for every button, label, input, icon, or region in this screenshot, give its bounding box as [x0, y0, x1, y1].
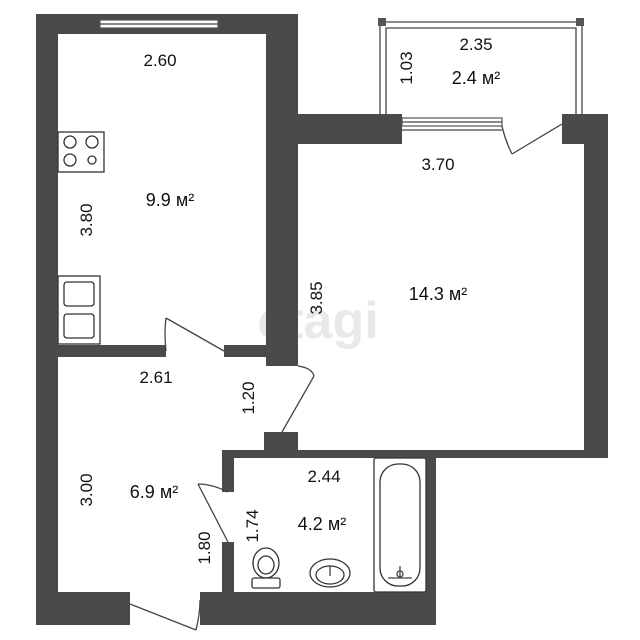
- kitchen-area-label: 9.9 м²: [146, 190, 194, 210]
- bathroom-area-label: 4.2 м²: [298, 514, 346, 534]
- living-area-label: 14.3 м²: [409, 284, 467, 304]
- bathtub: [373, 457, 427, 593]
- kitchen-length-label: 3.80: [77, 203, 96, 236]
- balcony: [378, 18, 584, 155]
- hallway-length-label: 3.00: [77, 473, 96, 506]
- kitchen-door: [165, 317, 225, 352]
- balcony-door: [511, 123, 563, 155]
- wall-kitchen-bottom-right: [224, 345, 298, 357]
- wall-bath-left-upper: [222, 450, 234, 492]
- bathroom-width-label: 2.44: [307, 467, 340, 486]
- wall-bath-top: [222, 450, 436, 458]
- windows: [99, 19, 503, 131]
- wall-pillar: [264, 432, 298, 450]
- hallway-area-label: 6.9 м²: [130, 482, 178, 502]
- wall-left: [36, 14, 58, 625]
- living-width-label: 3.70: [421, 155, 454, 174]
- walls: [36, 14, 608, 625]
- wall-kitchen-bottom-left: [36, 345, 166, 357]
- doors: [129, 317, 315, 631]
- wall-top-living-left: [266, 114, 402, 144]
- balcony-area-label: 2.4 м²: [452, 68, 500, 88]
- bathroom-door: [197, 483, 229, 543]
- hallway-width-label: 2.61: [139, 368, 172, 387]
- bathroom-depth-label: 1.74: [243, 509, 262, 542]
- wall-bottom-left: [36, 592, 130, 625]
- wall-bottom-right: [200, 592, 436, 625]
- kitchen-sink: [57, 275, 101, 345]
- living-length-label: 3.85: [307, 281, 326, 314]
- wall-bath-right: [426, 450, 436, 625]
- stove: [57, 131, 105, 173]
- toilet: [251, 547, 281, 589]
- wall-kitchen-right-upper: [266, 14, 298, 114]
- kitchen-width-label: 2.60: [143, 51, 176, 70]
- living-door: [281, 375, 315, 433]
- wall-living-bottom: [436, 450, 608, 458]
- wall-right: [584, 114, 608, 458]
- wall-kitchen-right: [266, 114, 298, 366]
- balcony-depth-label: 1.03: [397, 51, 416, 84]
- entry-width-label: 1.80: [195, 531, 214, 564]
- balcony-width-label: 2.35: [459, 35, 492, 54]
- hallway-depth-label: 1.20: [239, 381, 258, 414]
- entrance-door: [129, 603, 197, 631]
- washbasin: [309, 558, 351, 588]
- wall-bath-left-lower: [222, 542, 234, 592]
